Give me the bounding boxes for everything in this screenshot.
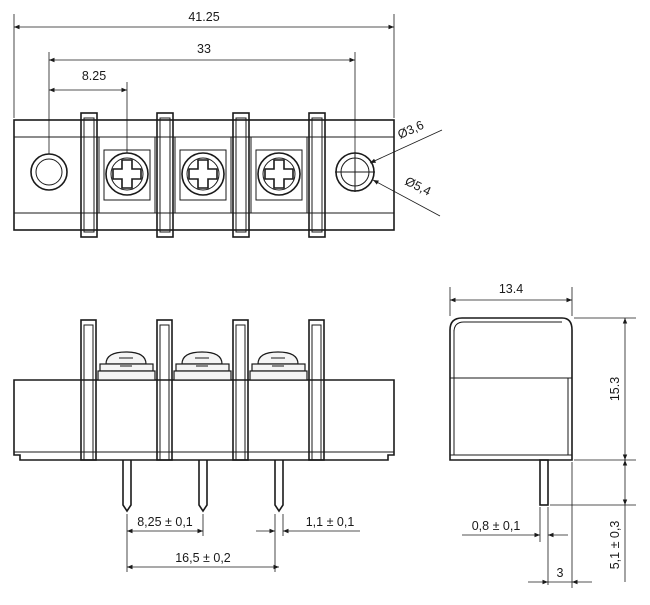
screw-terminal-3 xyxy=(250,136,308,214)
dimension-side-height: 15.3 xyxy=(574,317,636,461)
hole-spacing-label: 33 xyxy=(197,42,211,56)
washer-diameter-label: Ø5,4 xyxy=(403,174,434,198)
dimension-hole-spacing: 33 xyxy=(48,42,356,154)
barrier xyxy=(156,319,173,461)
pitch-front-label: 8,25 ± 0,1 xyxy=(137,515,193,529)
dimension-pin-thickness: 0,8 ± 0,1 xyxy=(462,507,568,585)
barrier xyxy=(232,112,250,238)
leader-hole-diameter: Ø3,6 xyxy=(369,118,443,164)
front-view: 8,25 ± 0,1 1,1 ± 0,1 16,5 ± 0,2 xyxy=(13,319,395,572)
barrier xyxy=(156,112,174,238)
pin-length-label: 5,1 ± 0,3 xyxy=(608,521,622,570)
dimension-double-pitch: 16,5 ± 0,2 xyxy=(127,551,279,570)
side-height-label: 15.3 xyxy=(608,377,622,401)
dimension-pitch-top: 8.25 xyxy=(49,69,128,153)
mounting-hole-right xyxy=(335,152,375,192)
screw-head-1 xyxy=(97,351,156,381)
pin-1 xyxy=(122,460,132,513)
screw-head-3 xyxy=(249,351,308,381)
top-view: 41.25 33 8.25 Ø3,6 Ø5,4 xyxy=(13,10,443,238)
pitch-top-label: 8.25 xyxy=(82,69,106,83)
side-pin xyxy=(539,459,549,506)
barrier xyxy=(80,319,97,461)
barrier xyxy=(308,319,325,461)
dimension-side-width: 13.4 xyxy=(449,282,573,316)
hole-diameter-label: Ø3,6 xyxy=(396,118,426,142)
front-view-body xyxy=(13,379,395,461)
side-view: 13.4 15.3 5,1 ± 0,3 0,8 ± 0,1 xyxy=(449,282,636,588)
pin-width-label: 1,1 ± 0,1 xyxy=(306,515,355,529)
side-view-body xyxy=(449,317,573,461)
screw-terminal-2 xyxy=(174,136,232,214)
dimension-overall-length: 41.25 xyxy=(13,10,395,118)
dimension-pitch-front: 8,25 ± 0,1 xyxy=(126,514,204,572)
pin-2 xyxy=(198,460,208,513)
leader-washer-diameter: Ø5,4 xyxy=(372,174,441,217)
pin-thickness-label: 0,8 ± 0,1 xyxy=(472,519,521,533)
dimension-pin-length: 5,1 ± 0,3 xyxy=(550,460,636,582)
overall-length-label: 41.25 xyxy=(188,10,219,24)
pin-3 xyxy=(274,460,284,513)
mounting-hole-left xyxy=(30,153,68,191)
double-pitch-label: 16,5 ± 0,2 xyxy=(175,551,231,565)
screw-head-2 xyxy=(173,351,232,381)
dimension-pin-width: 1,1 ± 0,1 xyxy=(256,514,360,572)
side-width-label: 13.4 xyxy=(499,282,523,296)
barrier xyxy=(308,112,326,238)
pin-offset-label: 3 xyxy=(557,566,564,580)
dimension-pin-offset: 3 xyxy=(528,462,592,588)
top-view-body xyxy=(13,119,395,231)
barrier xyxy=(80,112,98,238)
barrier xyxy=(232,319,249,461)
